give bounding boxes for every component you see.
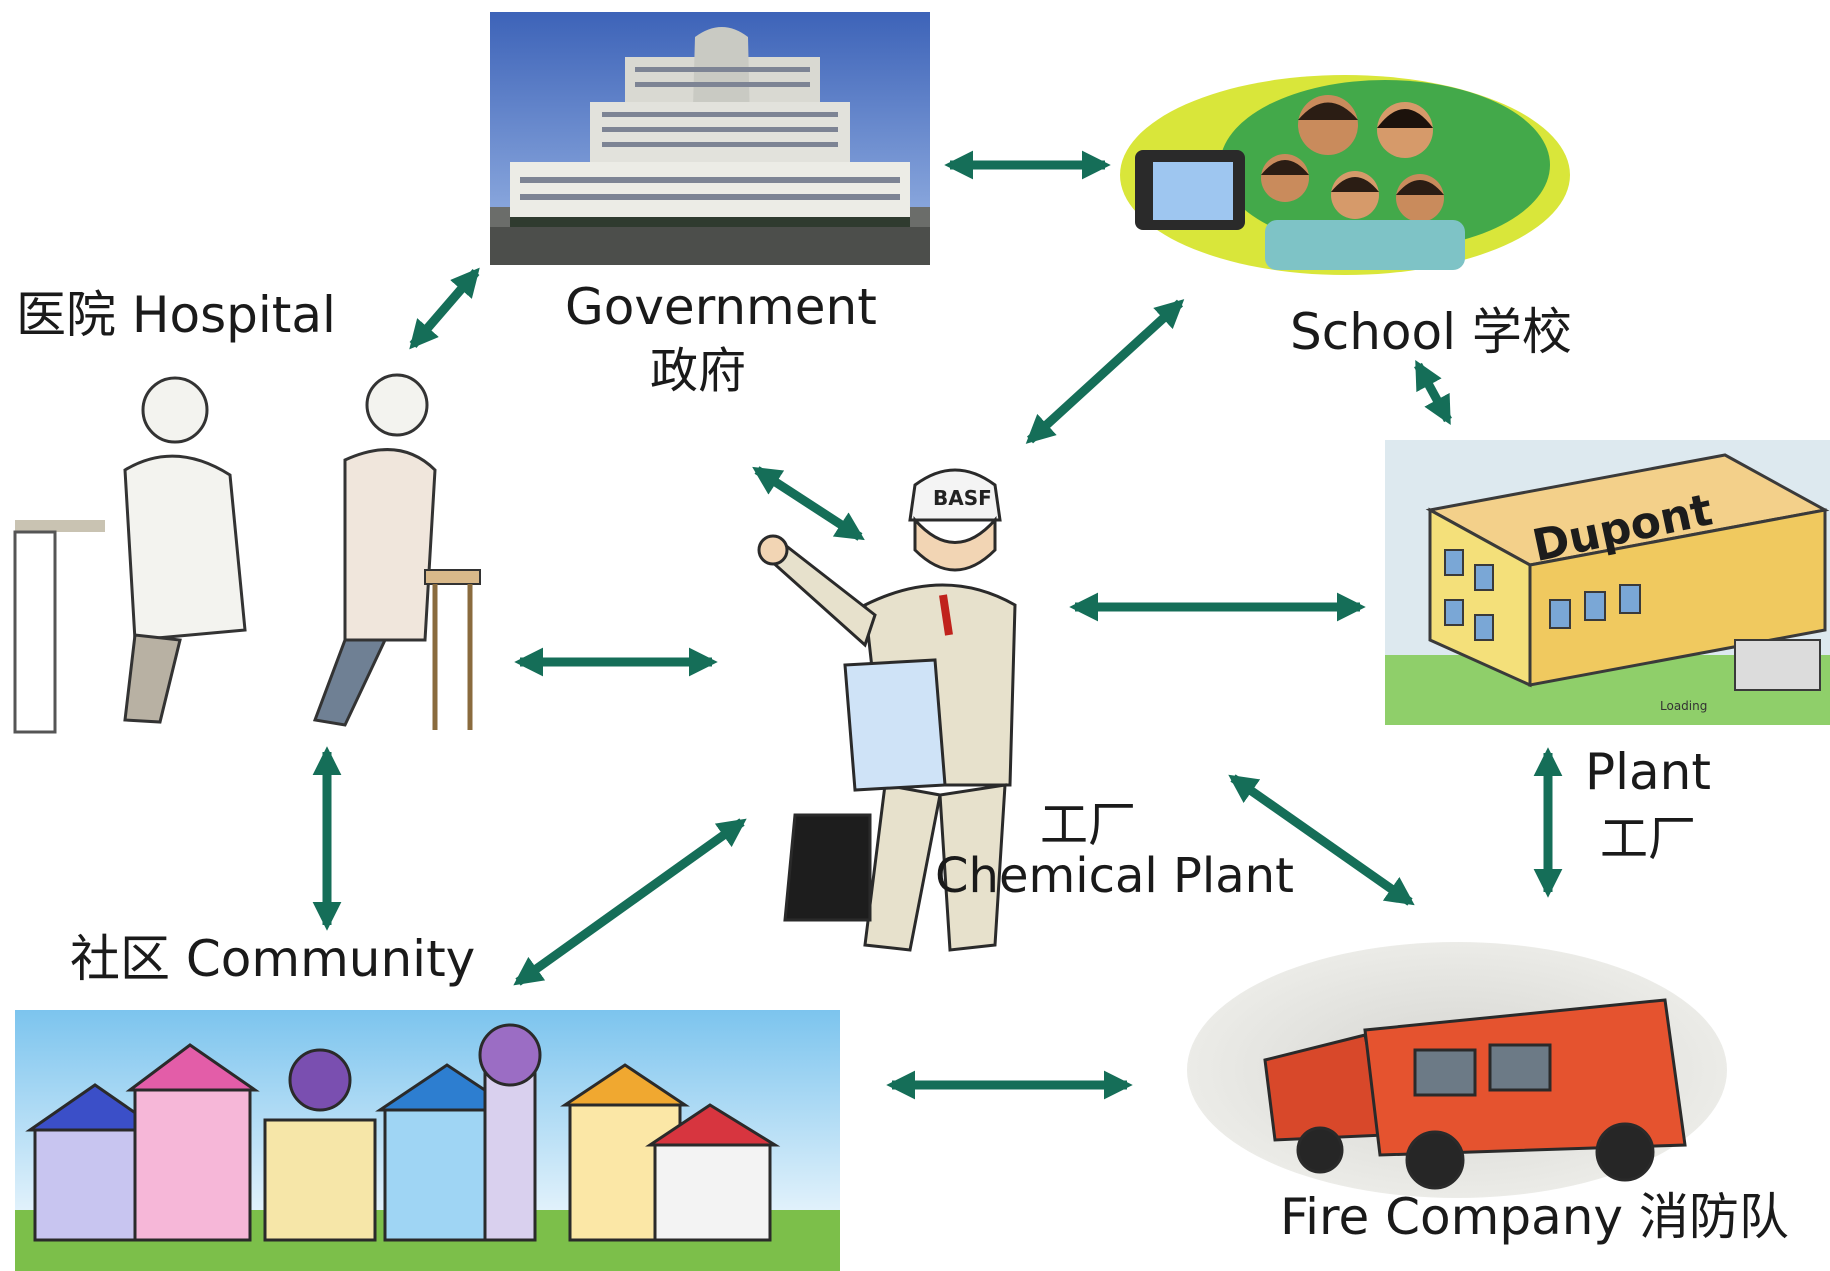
dupont-plant-image: Dupont Loading	[1385, 440, 1830, 725]
chemical-plant-label: Chemical Plant	[935, 848, 1294, 904]
arrow-government-hospital	[409, 267, 480, 350]
community-label: 社区 Community	[70, 930, 476, 988]
government-building-image	[490, 12, 930, 265]
hospital-label: 医院 Hospital	[16, 286, 336, 344]
plant-zh-label: 工厂	[1600, 811, 1697, 867]
arrow-school-center	[1025, 299, 1185, 444]
school-children-image	[1120, 75, 1570, 275]
arrow-government-center	[752, 466, 865, 541]
dupont-loading-text: Loading	[1660, 699, 1707, 713]
fire-company-image	[1187, 942, 1727, 1198]
arrow-center-fire	[1228, 774, 1415, 906]
arrow-school-plant	[1414, 359, 1452, 426]
hospital-doctor-patient-image	[13, 373, 481, 734]
school-label: School 学校	[1290, 303, 1572, 361]
government-label: Government	[565, 278, 877, 336]
government-zh-label: 政府	[650, 343, 747, 399]
arrow-center-community	[513, 818, 747, 986]
chemical-plant-zh-label: 工厂	[1040, 797, 1137, 853]
community-houses-image	[15, 1010, 840, 1271]
fire-company-label: Fire Company 消防队	[1280, 1188, 1789, 1246]
plant-label: Plant	[1585, 743, 1711, 801]
chemical-plant-worker-image: BASF	[757, 468, 1017, 952]
helmet-logo-text: BASF	[933, 486, 992, 510]
